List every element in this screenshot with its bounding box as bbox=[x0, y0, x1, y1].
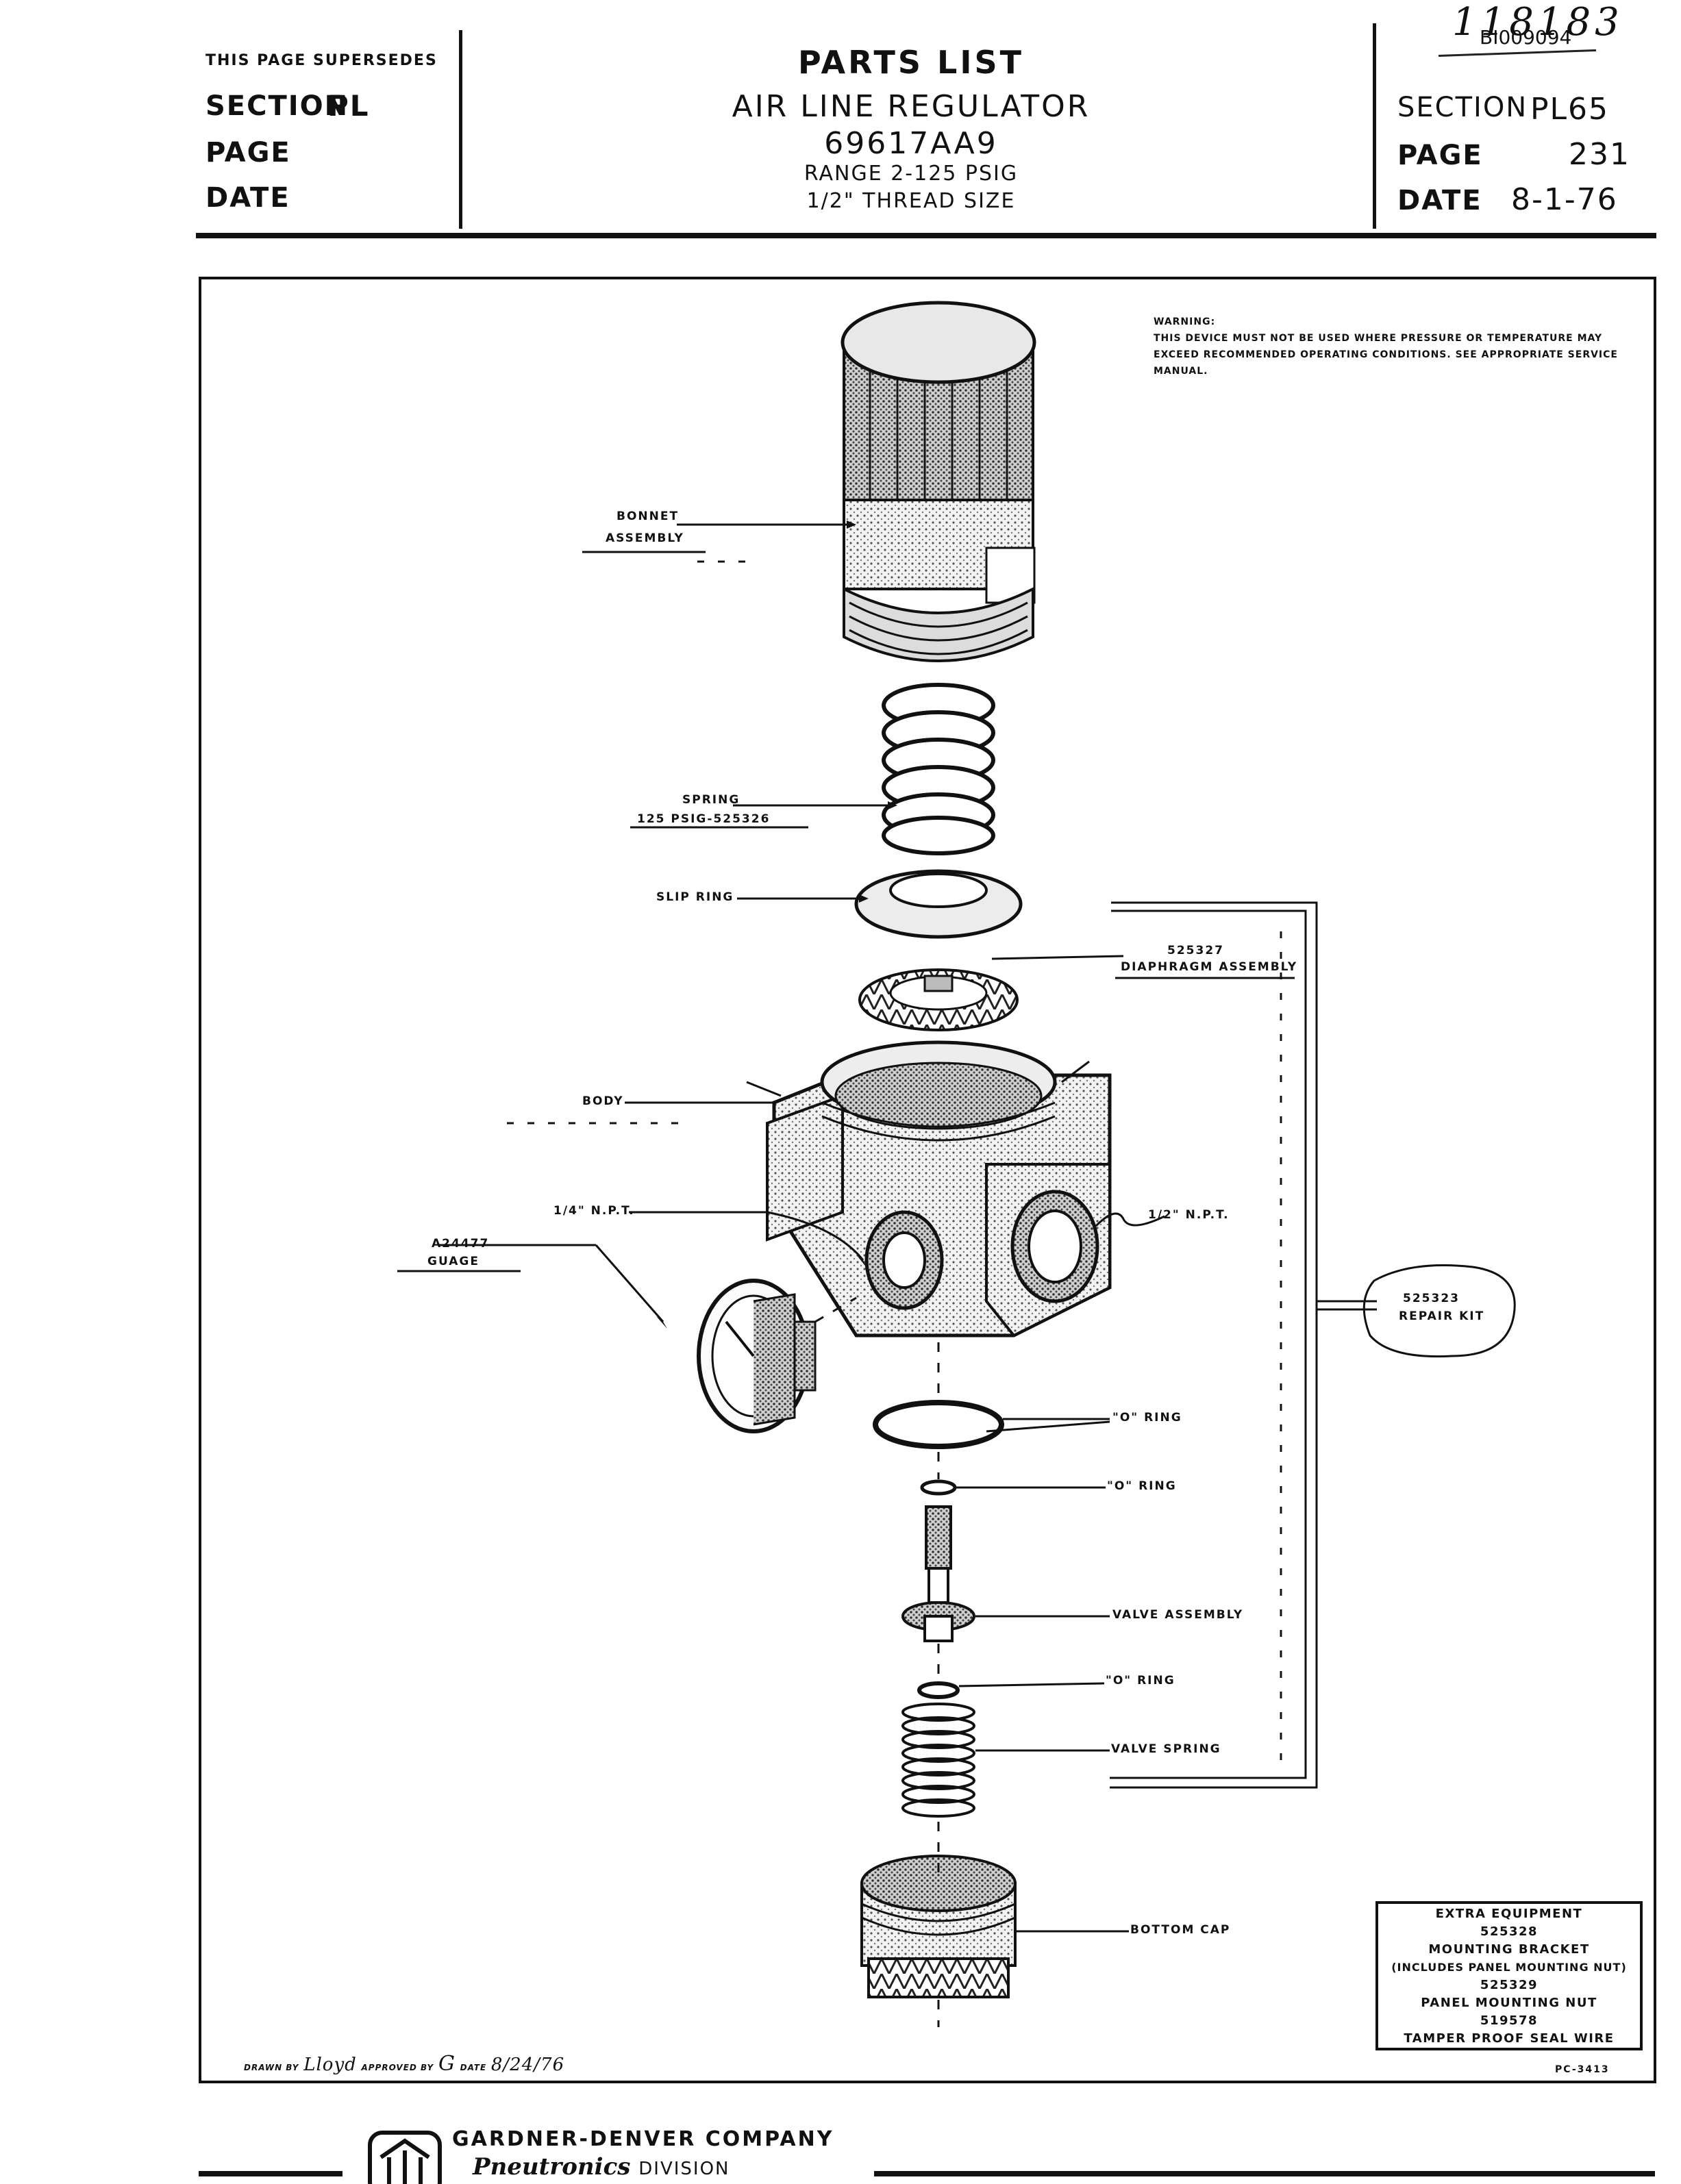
gauge-label: GUAGE bbox=[427, 1255, 480, 1268]
signature-line: DRAWN BY Lloyd APPROVED BY G DATE 8/24/7… bbox=[244, 2052, 564, 2076]
extra-equipment-text: EXTRA EQUIPMENT 525328 MOUNTING BRACKET … bbox=[1380, 1905, 1639, 2048]
repair-kit-bubble bbox=[1362, 1264, 1516, 1358]
left-page-label: PAGE bbox=[206, 137, 291, 168]
o-ring-large-drawing bbox=[873, 1400, 1004, 1449]
approved-by-name: G bbox=[438, 2052, 456, 2076]
bonnet-assembly-drawing bbox=[840, 301, 1036, 662]
bottom-cap-drawing bbox=[860, 1855, 1017, 1998]
o-ring-1-label: "O" RING bbox=[1112, 1411, 1182, 1424]
o-ring-3-label: "O" RING bbox=[1106, 1674, 1175, 1687]
gauge-number-label: A24477 bbox=[432, 1237, 490, 1251]
valve-assembly-label: VALVE ASSEMBLY bbox=[1112, 1608, 1244, 1622]
repair-kit-label: REPAIR KIT bbox=[1399, 1309, 1485, 1323]
extra-wire-number: 519578 bbox=[1480, 2013, 1539, 2028]
diaphragm-drawing bbox=[858, 968, 1019, 1031]
drawn-by-name: Lloyd bbox=[303, 2055, 357, 2075]
left-section-label: SECTION bbox=[206, 90, 349, 122]
handwritten-number: 118183 bbox=[1452, 0, 1623, 45]
right-date-value: 8-1-76 bbox=[1511, 182, 1618, 217]
product-part-number: 69617AA9 bbox=[824, 126, 998, 161]
extra-bracket-note: (INCLUDES PANEL MOUNTING NUT) bbox=[1391, 1961, 1627, 1974]
pressure-range: RANGE 2-125 PSIG bbox=[804, 162, 1019, 186]
supersedes-label: THIS PAGE SUPERSEDES bbox=[206, 52, 438, 69]
footer-division-word: DIVISION bbox=[638, 2159, 730, 2179]
footer-rule-right bbox=[874, 2171, 1655, 2176]
valve-assembly-drawing bbox=[901, 1505, 975, 1642]
extra-nut-name: PANEL MOUNTING NUT bbox=[1421, 1996, 1597, 2010]
right-page-label: PAGE bbox=[1397, 140, 1483, 171]
o-ring-small-bottom-drawing bbox=[917, 1681, 960, 1699]
extra-equipment-box bbox=[1375, 1901, 1643, 2050]
product-name: AIR LINE REGULATOR bbox=[732, 89, 1091, 124]
header-rule bbox=[196, 233, 1656, 238]
npt-quarter-label: 1/4" N.P.T. bbox=[553, 1204, 635, 1218]
slip-ring-drawing bbox=[854, 869, 1023, 939]
warning-block: WARNING: THIS DEVICE MUST NOT BE USED WH… bbox=[1154, 314, 1647, 379]
spring-drawing bbox=[882, 683, 995, 855]
npt-half-label: 1/2" N.P.T. bbox=[1148, 1208, 1230, 1222]
approved-by-label: APPROVED BY bbox=[361, 2063, 434, 2072]
o-ring-2-label: "O" RING bbox=[1107, 1479, 1177, 1493]
right-section-label: SECTION bbox=[1397, 92, 1528, 123]
footer-company: GARDNER-DENVER COMPANY bbox=[452, 2127, 834, 2151]
body-drawing bbox=[766, 1040, 1112, 1338]
right-date-label: DATE bbox=[1397, 185, 1482, 216]
footer-rule-left bbox=[199, 2171, 343, 2176]
right-section-value: PL65 bbox=[1530, 92, 1610, 127]
sig-date-label: DATE bbox=[460, 2063, 487, 2072]
drawn-by-label: DRAWN BY bbox=[244, 2063, 299, 2072]
drawing-number: PC-3413 bbox=[1555, 2064, 1610, 2075]
thread-size: 1/2" THREAD SIZE bbox=[806, 189, 1016, 213]
warning-text: THIS DEVICE MUST NOT BE USED WHERE PRESS… bbox=[1154, 333, 1618, 377]
warning-title: WARNING: bbox=[1154, 316, 1216, 327]
bottom-cap-label: BOTTOM CAP bbox=[1130, 1923, 1231, 1937]
gauge-drawing bbox=[697, 1279, 817, 1433]
repair-kit-number-label: 525323 bbox=[1403, 1292, 1460, 1305]
left-section-value: PL bbox=[327, 89, 370, 123]
extra-equipment-title: EXTRA EQUIPMENT bbox=[1435, 1907, 1583, 1921]
footer-division-name: Pneutronics bbox=[473, 2153, 631, 2181]
extra-wire-name: TAMPER PROOF SEAL WIRE bbox=[1404, 2031, 1615, 2046]
spring-part-label: 125 PSIG-525326 bbox=[637, 812, 771, 826]
extra-nut-number: 525329 bbox=[1480, 1978, 1539, 1992]
footer-division: Pneutronics DIVISION bbox=[473, 2153, 730, 2181]
extra-bracket-name: MOUNTING BRACKET bbox=[1428, 1942, 1590, 1957]
header-divider-left bbox=[459, 30, 462, 229]
stamp-id: BI009094 bbox=[1480, 26, 1572, 49]
company-logo-icon bbox=[368, 2131, 442, 2184]
body-label: BODY bbox=[582, 1094, 624, 1108]
diaphragm-label: DIAPHRAGM ASSEMBLY bbox=[1121, 960, 1298, 974]
page-title: PARTS LIST bbox=[798, 44, 1024, 81]
extra-bracket-number: 525328 bbox=[1480, 1924, 1539, 1939]
drawing-frame bbox=[199, 277, 1656, 2083]
diaphragm-number-label: 525327 bbox=[1167, 944, 1224, 957]
o-ring-small-top-drawing bbox=[920, 1479, 957, 1496]
spring-label: SPRING bbox=[682, 793, 740, 807]
sig-date-value: 8/24/76 bbox=[490, 2055, 565, 2075]
slip-ring-label: SLIP RING bbox=[656, 890, 734, 904]
bonnet-label: BONNET bbox=[617, 510, 680, 523]
left-date-label: DATE bbox=[206, 182, 290, 214]
right-page-value: 231 bbox=[1569, 137, 1630, 172]
bonnet-label-2: ASSEMBLY bbox=[606, 531, 684, 545]
header-divider-right bbox=[1373, 23, 1376, 229]
valve-spring-drawing bbox=[901, 1703, 975, 1818]
valve-spring-label: VALVE SPRING bbox=[1111, 1742, 1221, 1756]
